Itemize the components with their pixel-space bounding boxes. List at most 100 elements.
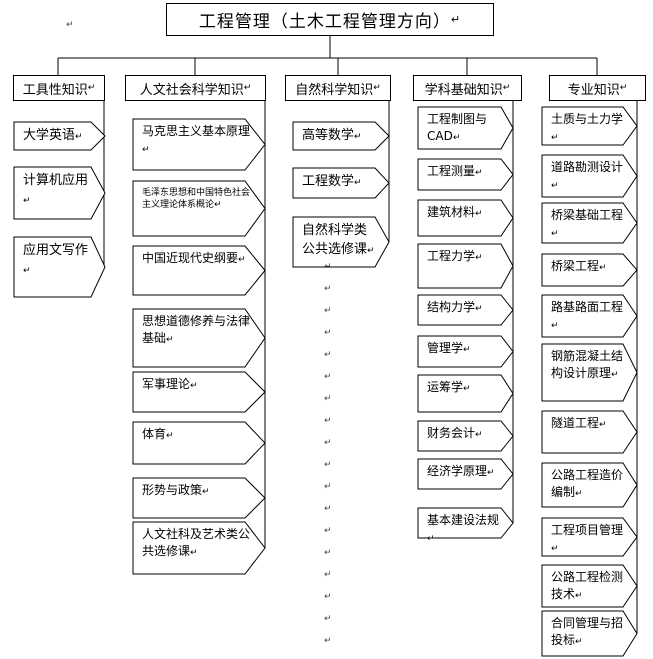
course-label: 人文社科及艺术类公共选修课 bbox=[142, 527, 251, 558]
item-arrow-shape bbox=[417, 458, 514, 490]
course-label: 管理学 bbox=[427, 341, 464, 355]
item-arrow-shape bbox=[417, 199, 514, 237]
item-arrow-shape bbox=[541, 202, 638, 244]
course-mark: ↵ bbox=[190, 548, 198, 558]
course-label: 结构力学 bbox=[427, 300, 476, 314]
course-label: 桥梁基础工程 bbox=[551, 208, 624, 222]
item-arrow-shape bbox=[417, 335, 514, 368]
course-label: 应用文写作 bbox=[23, 243, 89, 258]
paragraph-mark: ↵ bbox=[324, 592, 332, 602]
paragraph-mark: ↵ bbox=[324, 548, 332, 558]
course-item: 军事理论↵ bbox=[133, 372, 265, 412]
course-mark: ↵ bbox=[367, 246, 375, 256]
course-mark: ↵ bbox=[23, 266, 31, 276]
paragraph-mark: ↵ bbox=[324, 284, 332, 294]
category-mark: ↵ bbox=[243, 83, 252, 93]
course-mark: ↵ bbox=[575, 489, 583, 499]
course-mark: ↵ bbox=[427, 534, 435, 544]
category-label: 人文社会科学知识 bbox=[139, 82, 244, 98]
course-label: 工程测量 bbox=[427, 164, 476, 178]
course-item: 钢筋混凝土结构设计原理↵ bbox=[542, 344, 637, 401]
item-arrow-shape bbox=[541, 154, 638, 198]
course-label: 工程制图与CAD bbox=[427, 112, 488, 143]
course-item: 工程制图与CAD↵ bbox=[418, 107, 513, 149]
course-item: 公路工程造价编制↵ bbox=[542, 463, 637, 507]
course-item: 毛泽东思想和中国特色社会主义理论体系概论↵ bbox=[133, 181, 265, 236]
course-label: 工程项目管理 bbox=[551, 523, 624, 537]
item-arrow-shape bbox=[132, 371, 266, 413]
course-mark: ↵ bbox=[599, 263, 607, 273]
item-arrow-shape bbox=[417, 243, 514, 289]
course-mark: ↵ bbox=[575, 637, 583, 647]
course-mark: ↵ bbox=[551, 133, 559, 143]
course-mark: ↵ bbox=[551, 181, 559, 191]
course-item: 建筑材料↵ bbox=[418, 200, 513, 236]
item-arrow-shape bbox=[541, 564, 638, 608]
paragraph-mark: ↵ bbox=[324, 328, 332, 338]
course-item: 思想道德修养与法律基础↵ bbox=[133, 309, 265, 367]
course-mark: ↵ bbox=[452, 133, 461, 143]
item-arrow-shape bbox=[292, 121, 390, 151]
category-label: 工具性知识 bbox=[22, 82, 88, 98]
item-arrow-shape bbox=[417, 158, 514, 191]
item-arrow-shape bbox=[132, 477, 266, 519]
root-title: 工程管理（土木工程管理方向） bbox=[198, 12, 451, 32]
course-label: 公路工程造价编制 bbox=[551, 468, 624, 499]
course-label: 计算机应用 bbox=[23, 173, 89, 188]
course-mark: ↵ bbox=[75, 132, 83, 142]
paragraph-mark: ↵ bbox=[324, 306, 332, 316]
course-mark: ↵ bbox=[475, 253, 483, 263]
course-label: 思想道德修养与法律基础 bbox=[142, 314, 251, 345]
course-item: 道路勘测设计↵ bbox=[542, 155, 637, 197]
course-mark: ↵ bbox=[463, 345, 471, 355]
course-label: 运筹学 bbox=[427, 380, 464, 394]
paragraph-mark: ↵ bbox=[324, 438, 332, 448]
paragraph-mark: ↵ bbox=[324, 394, 332, 404]
paragraph-mark: ↵ bbox=[324, 372, 332, 382]
course-mark: ↵ bbox=[166, 335, 174, 345]
course-mark: ↵ bbox=[599, 420, 607, 430]
item-arrow-shape bbox=[417, 507, 514, 539]
course-item: 运筹学↵ bbox=[418, 375, 513, 412]
item-arrow-shape bbox=[541, 106, 638, 146]
course-label: 自然科学类公共选修课 bbox=[302, 223, 368, 257]
course-mark: ↵ bbox=[475, 304, 483, 314]
course-mark: ↵ bbox=[166, 431, 174, 441]
item-arrow-shape bbox=[132, 118, 266, 171]
course-label: 公路工程检测技术 bbox=[551, 570, 624, 601]
paragraph-mark: ↵ bbox=[324, 416, 332, 426]
paragraph-mark: ↵ bbox=[324, 570, 332, 580]
course-label: 财务会计 bbox=[427, 426, 476, 440]
course-label: 钢筋混凝土结构设计原理 bbox=[551, 349, 624, 380]
paragraph-mark: ↵ bbox=[66, 20, 74, 30]
category-label: 学科基础知识 bbox=[424, 82, 503, 98]
paragraph-mark: ↵ bbox=[324, 350, 332, 360]
course-item: 中国近现代史纲要↵ bbox=[133, 246, 265, 295]
course-item: 体育↵ bbox=[133, 422, 265, 464]
course-item: 自然科学类公共选修课↵ bbox=[293, 217, 389, 267]
item-arrow-shape bbox=[541, 253, 638, 287]
course-mark: ↵ bbox=[551, 321, 559, 331]
course-mark: ↵ bbox=[551, 544, 559, 554]
course-item: 大学英语↵ bbox=[14, 122, 105, 150]
course-label: 中国近现代史纲要 bbox=[142, 251, 239, 265]
item-arrow-shape bbox=[292, 167, 390, 199]
category-humanities: 人文社会科学知识↵ bbox=[125, 75, 266, 101]
course-item: 马克思主义基本原理↵ bbox=[133, 119, 265, 170]
paragraph-mark: ↵ bbox=[324, 504, 332, 514]
course-mark: ↵ bbox=[575, 591, 583, 601]
course-item: 桥梁工程↵ bbox=[542, 254, 637, 286]
course-item: 人文社科及艺术类公共选修课↵ bbox=[133, 522, 265, 574]
course-mark: ↵ bbox=[551, 229, 559, 239]
course-item: 工程力学↵ bbox=[418, 244, 513, 288]
paragraph-mark: ↵ bbox=[324, 614, 332, 624]
course-mark: ↵ bbox=[475, 168, 483, 178]
course-label: 工程数学 bbox=[302, 174, 355, 189]
course-mark: ↵ bbox=[463, 384, 471, 394]
item-arrow-shape bbox=[417, 374, 514, 413]
course-label: 毛泽东思想和中国特色社会主义理论体系概论 bbox=[142, 188, 251, 210]
course-item: 公路工程检测技术↵ bbox=[542, 565, 637, 607]
course-item: 工程测量↵ bbox=[418, 159, 513, 190]
item-arrow-shape bbox=[541, 610, 638, 657]
